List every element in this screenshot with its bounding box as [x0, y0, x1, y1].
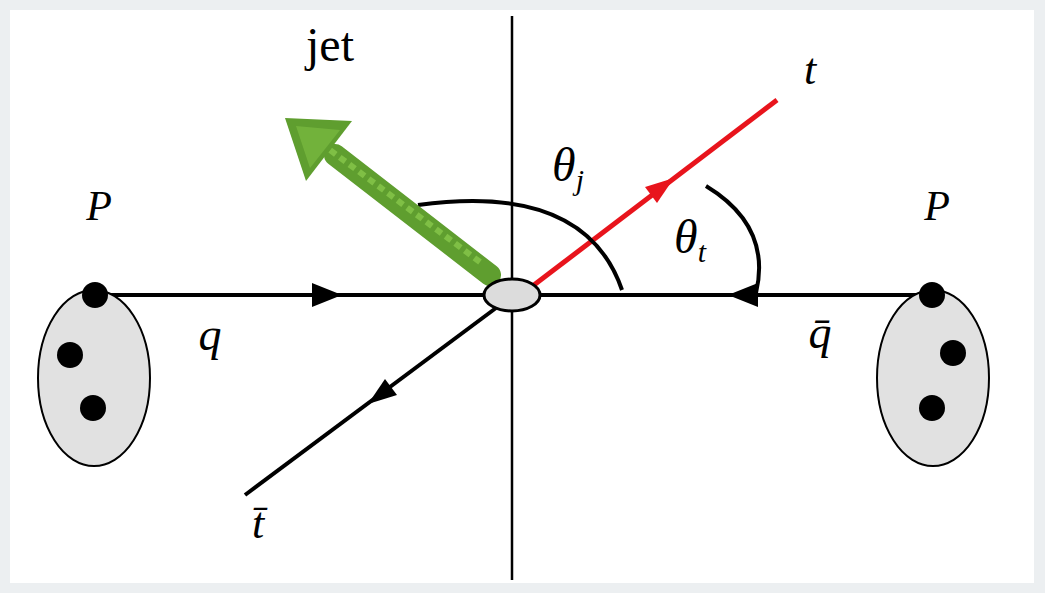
parton-dot: [80, 395, 106, 421]
symbol: θ: [674, 210, 698, 263]
top-arrow: [645, 178, 674, 203]
parton-dot: [82, 282, 108, 308]
proton-label: P: [868, 185, 1006, 227]
parton-dot: [919, 395, 945, 421]
angle-label: θt: [674, 213, 706, 267]
particle-label: q̄: [809, 310, 832, 356]
jet-head: [285, 118, 352, 181]
antitop-line: [245, 305, 500, 495]
proton-node: P: [30, 185, 168, 475]
particle-label: q: [199, 312, 222, 358]
panel: [10, 10, 1034, 583]
angle-label: θj: [552, 141, 584, 195]
parton-dot: [57, 342, 83, 368]
top-angle-arc: [706, 186, 759, 293]
particle-label: jet: [306, 21, 354, 69]
antiquark-arrow: [728, 283, 758, 307]
particle-label: t: [804, 48, 816, 92]
interaction-vertex: [484, 279, 540, 311]
quark-arrow: [312, 283, 342, 307]
particle-label: t̄: [252, 502, 264, 546]
symbol: θ: [552, 138, 576, 191]
proton-shape: [30, 185, 160, 475]
parton-dot: [919, 282, 945, 308]
antitop-arrow: [368, 379, 397, 404]
jet-head-hatch: [296, 126, 340, 168]
parton-dot: [940, 340, 966, 366]
proton-shape: [868, 185, 998, 475]
jet-arrow: [285, 118, 490, 275]
proton-ellipse: [877, 290, 989, 466]
top-line: [530, 100, 777, 288]
subscript: j: [576, 163, 584, 196]
subscript: t: [698, 235, 706, 268]
proton-ellipse: [38, 290, 150, 466]
jet-hatch: [330, 150, 480, 262]
proton-label: P: [30, 185, 168, 227]
proton-node: P: [868, 185, 1006, 475]
